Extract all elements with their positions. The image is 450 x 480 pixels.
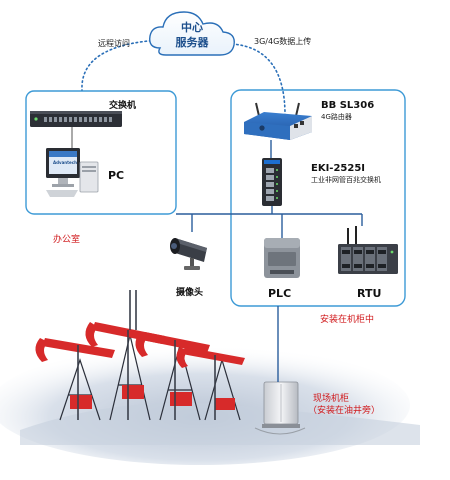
camera-icon (170, 238, 207, 270)
uplink-label: 3G/4G数据上传 (254, 37, 312, 46)
office-switch-label: 交换机 (109, 101, 137, 111)
cabinet-label: 安装在机柜中 (320, 315, 375, 325)
router-name: BB SL306 (321, 100, 375, 111)
cloud-server-icon (149, 11, 235, 56)
pc-label: PC (108, 169, 125, 182)
network-wiring (176, 206, 363, 382)
pc-icon (46, 127, 99, 197)
office-switch-icon (30, 111, 122, 127)
oilfield-scene (0, 290, 420, 465)
rtu-icon (338, 226, 398, 274)
cloud-label-line1: 中心 (181, 21, 203, 34)
uplink-link (231, 43, 286, 116)
router-desc: 4G路由器 (321, 113, 352, 121)
field-cabinet-label-line1: 现场机柜 (313, 394, 350, 404)
plc-label: PLC (268, 287, 292, 300)
rtu-label: RTU (357, 287, 382, 300)
industrial-switch-name: EKI-2525I (311, 163, 366, 174)
remote-access-label: 远程访问 (98, 39, 130, 48)
office-box (25, 90, 177, 215)
monitor-screen-text: Advantech (53, 160, 77, 165)
field-cabinet-label-line2: （安装在油井旁） (308, 406, 381, 416)
router-icon (244, 102, 312, 140)
office-label: 办公室 (53, 235, 81, 245)
cabinet-box (230, 89, 406, 307)
remote-access-link (81, 39, 161, 91)
industrial-switch-icon (262, 158, 282, 206)
industrial-switch-desc: 工业非网管百兆交换机 (311, 176, 381, 184)
plc-icon (264, 238, 300, 278)
cloud-label-line2: 服务器 (175, 36, 209, 49)
camera-label: 摄像头 (176, 288, 204, 298)
